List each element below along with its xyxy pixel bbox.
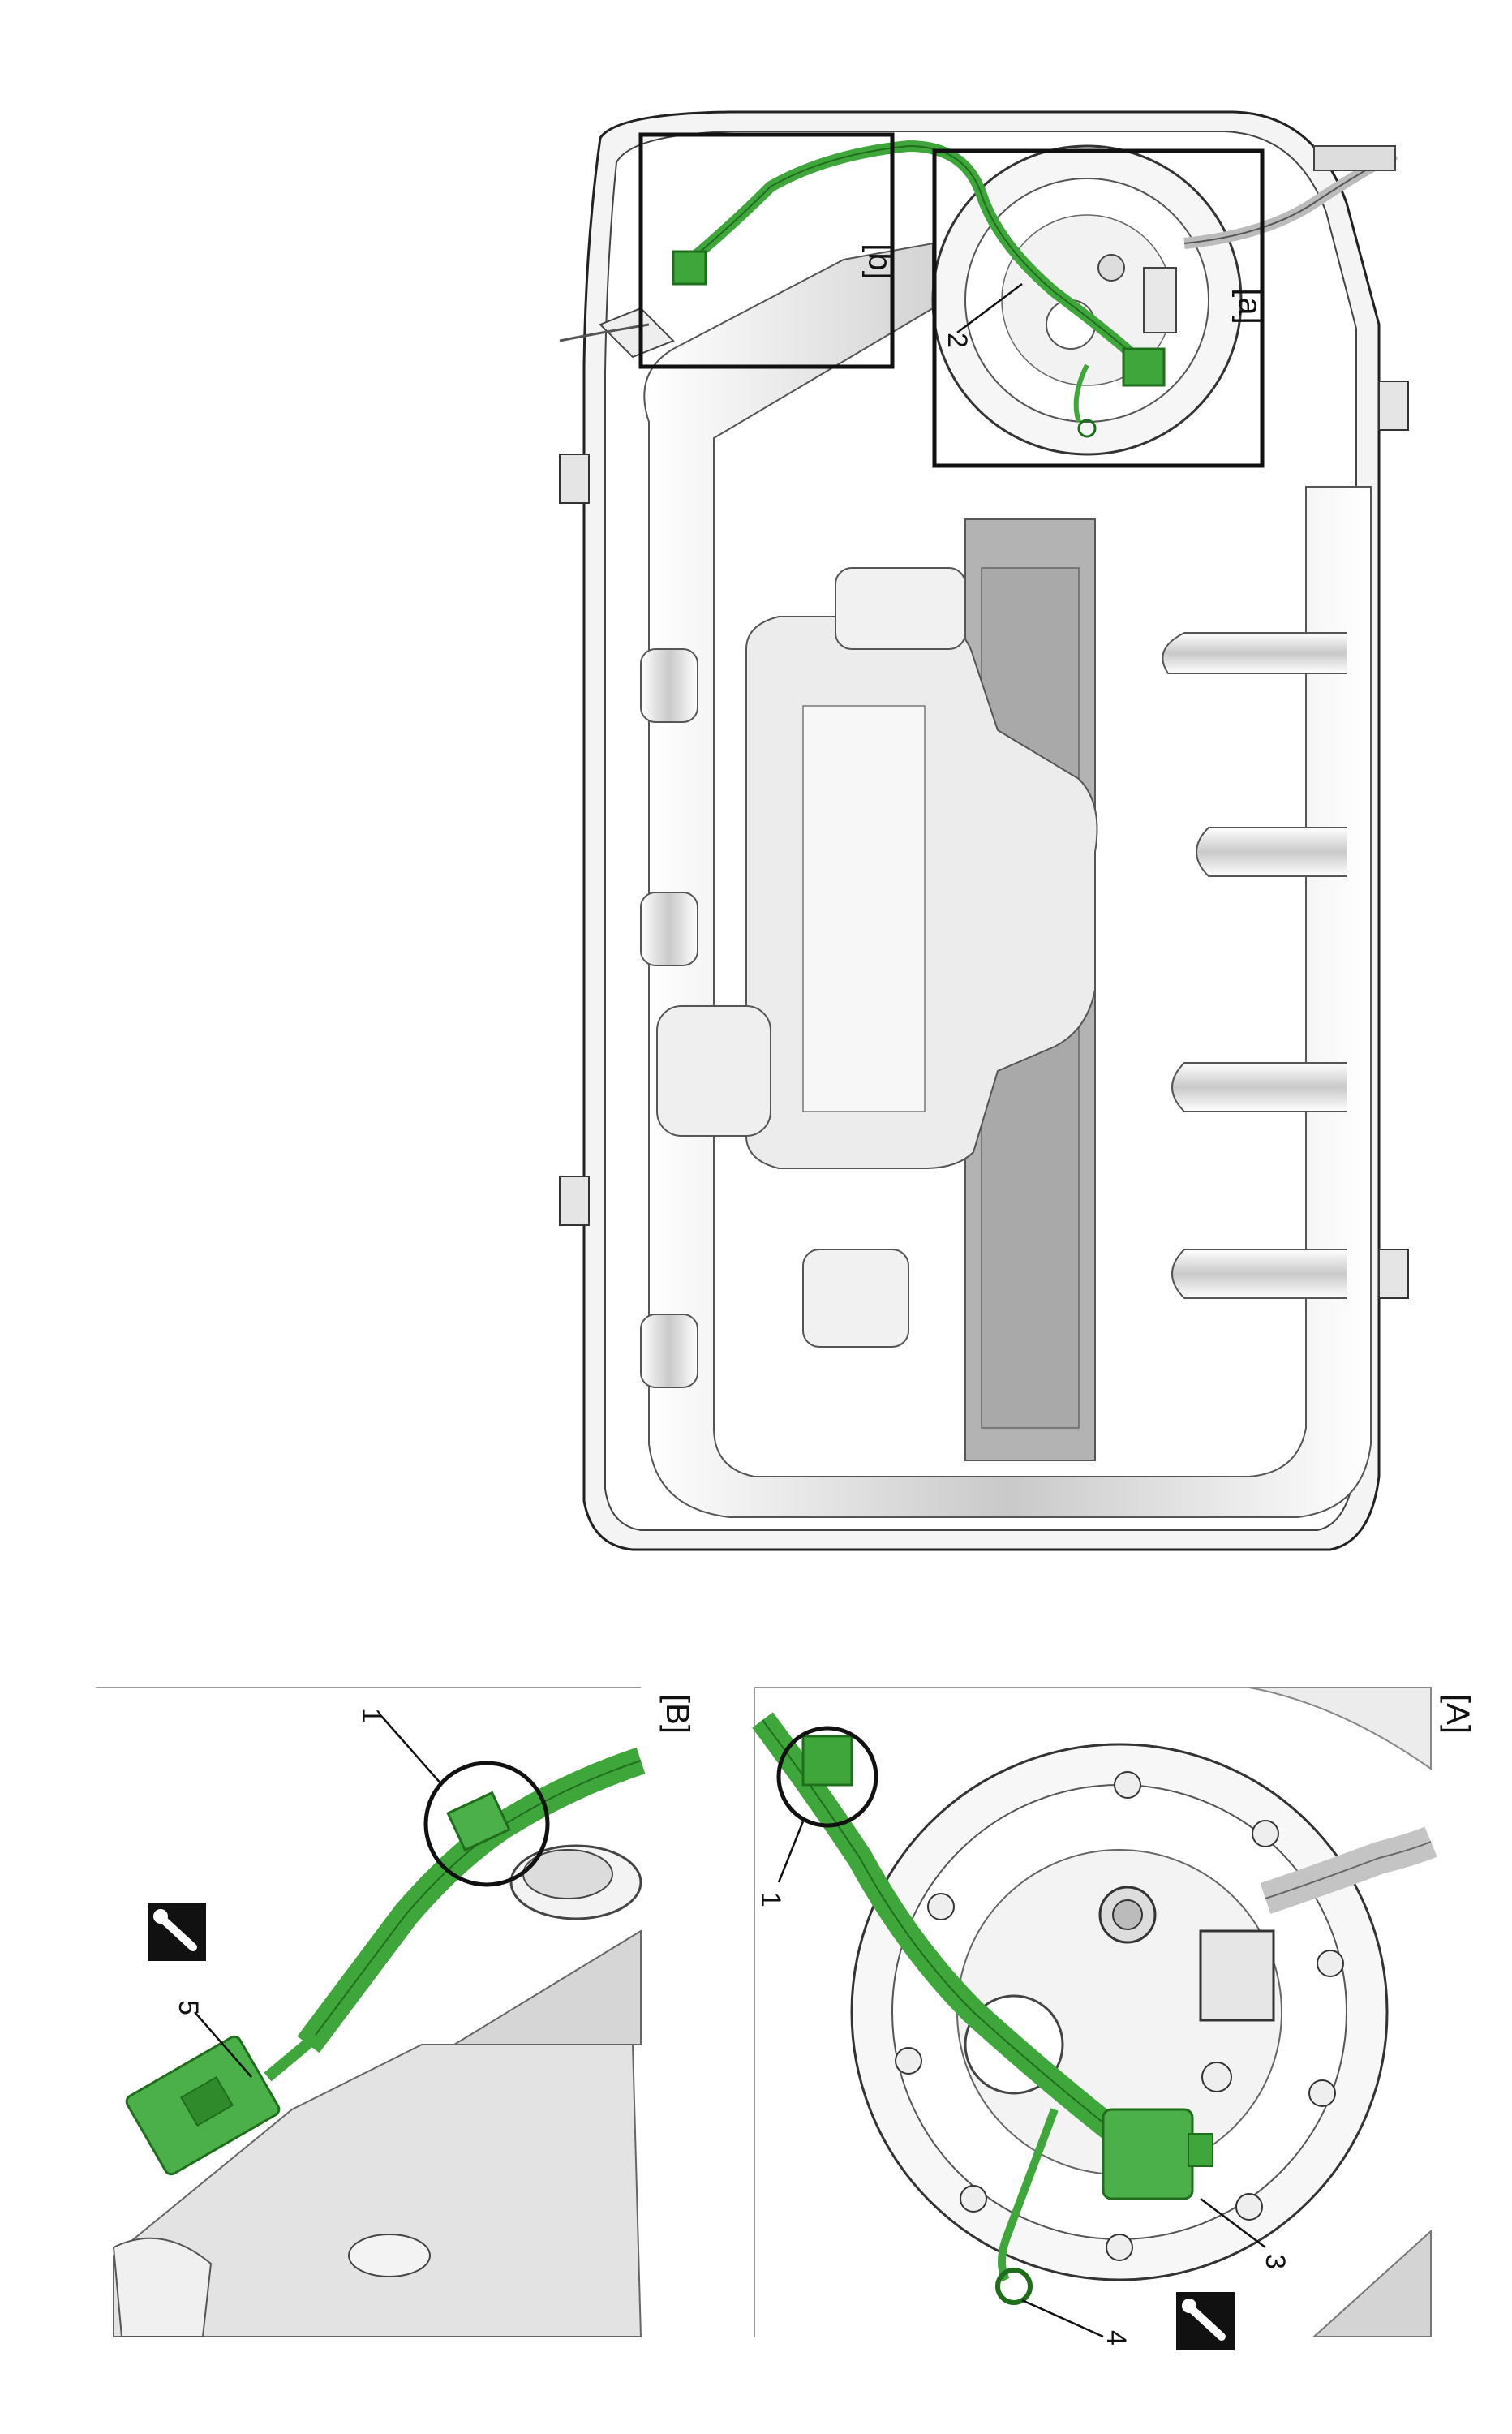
callout-2: 2 [941, 333, 973, 348]
callout-3: 3 [1259, 2254, 1291, 2269]
callout-1-b: 1 [355, 1708, 387, 1723]
callout-5: 5 [172, 2000, 204, 2015]
detail-label-a: [a] [1231, 288, 1268, 325]
torque-wrench-icon [148, 1903, 206, 1961]
callout-1-a: 1 [754, 1892, 786, 1907]
panel-label-a: [A] [1439, 1694, 1475, 1734]
detail-box-b [638, 132, 895, 369]
connector [1122, 347, 1166, 387]
torque-wrench-icon [1176, 2292, 1235, 2350]
ground-terminal [995, 2268, 1033, 2305]
connector [446, 1791, 511, 1852]
detail-label-b: [b] [861, 243, 898, 280]
panel-label-b: [B] [659, 1694, 695, 1734]
connector [1102, 2108, 1194, 2200]
callout-circle-b [423, 1761, 550, 1887]
callout-4: 4 [1100, 2330, 1132, 2346]
ground-terminal [1077, 419, 1097, 438]
callout-circle-a [776, 1726, 878, 1828]
detail-box-a [932, 148, 1265, 468]
